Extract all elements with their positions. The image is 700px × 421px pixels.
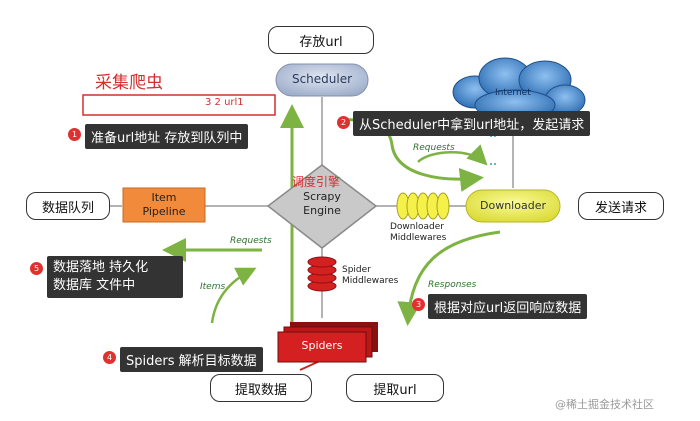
items-label: Items: [200, 282, 226, 292]
step-4-badge: 4: [103, 351, 116, 364]
url-queue-text: 3 2 url1: [205, 97, 244, 108]
watermark: @稀土掘金技术社区: [555, 398, 654, 411]
internet-cloud: [452, 57, 586, 121]
downloader-middleware-coils: [396, 192, 450, 220]
engine-diamond: [266, 164, 378, 249]
item-pipeline-label-1: Item: [151, 191, 177, 204]
engine-label-1: Scrapy: [303, 190, 341, 203]
spiders-stack: [277, 322, 378, 363]
requests-left-label: Requests: [230, 236, 272, 246]
data-queue-box: 数据队列: [26, 192, 110, 220]
engine-cn-label: 调度引擎: [292, 175, 341, 189]
scheduler-label: Scheduler: [291, 72, 353, 86]
step-5-text: 数据落地 持久化 数据库 文件中: [47, 256, 183, 298]
requests-top-label: Requests: [413, 143, 455, 153]
step-5-badge: 5: [30, 262, 43, 275]
url-queue-box: [82, 94, 276, 116]
extract-data-box: 提取数据: [210, 374, 312, 402]
step-3-badge: 3: [412, 298, 425, 311]
spiders-label: Spiders: [301, 339, 343, 352]
spider-mw-label-1: Spider: [342, 265, 371, 275]
step-1-badge: 1: [68, 128, 81, 141]
step-5-line-1: 数据落地 持久化: [53, 260, 149, 275]
spider-middleware-stack: [307, 256, 337, 292]
item-pipeline-node: [122, 187, 206, 223]
downloader-node: [465, 189, 561, 223]
engine-label-2: Engine: [303, 204, 341, 217]
step-1-text: 准备url地址 存放到队列中: [85, 124, 249, 149]
extract-url-box: 提取url: [346, 374, 444, 402]
store-url-box: 存放url: [268, 26, 374, 54]
scheduler-node: [275, 63, 369, 97]
requests-curve-arrow: [417, 144, 488, 166]
step-4-text: Spiders 解析目标数据: [120, 347, 263, 372]
diagram-title: 采集爬虫: [95, 73, 163, 93]
item-pipeline-label-2: Pipeline: [142, 205, 186, 218]
step-2-text: 从Scheduler中拿到url地址，发起请求: [353, 111, 591, 136]
downloader-label: Downloader: [480, 199, 546, 212]
step-2-badge: 2: [337, 116, 350, 129]
send-request-box: 发送请求: [578, 192, 664, 220]
response-arrow: [397, 230, 501, 326]
downloader-mw-label-2: Middlewares: [390, 233, 447, 243]
items-curve-arrow: [210, 267, 257, 324]
internet-label: Internet: [495, 88, 531, 98]
responses-label: Responses: [428, 280, 477, 290]
spider-mw-label-2: Middlewares: [342, 276, 399, 286]
step-5-line-2: 数据库 文件中: [53, 278, 136, 293]
step-3-text: 根据对应url返回响应数据: [428, 294, 588, 319]
downloader-mw-label-1: Downloader: [390, 222, 444, 232]
